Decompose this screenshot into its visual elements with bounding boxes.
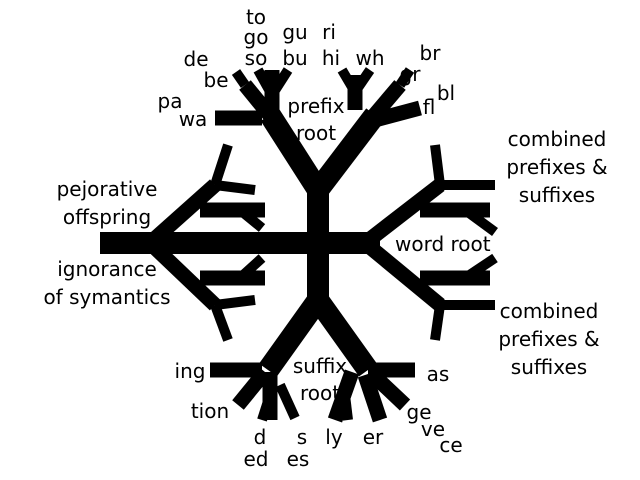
pejorative-line2: offspring	[63, 205, 151, 229]
pejorative-line1: pejorative	[57, 177, 158, 201]
limb-er	[357, 372, 388, 423]
combined-top-line1: combined	[508, 127, 607, 151]
prefix-bu: bu	[282, 46, 307, 70]
ignorance-line1: ignorance	[57, 257, 157, 281]
suffix-ly: ly	[325, 425, 343, 449]
suffix-tion: tion	[191, 399, 229, 423]
twig-ly	[340, 394, 353, 421]
prefix-pa: pa	[158, 89, 183, 113]
suffix-ce: ce	[439, 433, 462, 457]
prefix-root-label-line2: root	[296, 121, 336, 145]
prefix-so: so	[245, 46, 268, 70]
twig-gr	[395, 67, 415, 88]
combined-bottom-line1: combined	[500, 299, 599, 323]
suffix-root-label-line2: root	[300, 381, 340, 405]
prefix-be: be	[204, 68, 229, 92]
suffix-s: s	[297, 425, 307, 449]
prefix-fl: fl	[423, 95, 436, 119]
prefix-br: br	[420, 41, 442, 65]
limb-fl	[373, 100, 422, 128]
left-lower-limb	[144, 237, 221, 311]
right-upper-limb	[360, 179, 445, 249]
suffix-er: er	[363, 425, 384, 449]
suffix-as: as	[427, 362, 450, 386]
left-lower-twig-a	[210, 303, 233, 342]
right-upper-twig-a	[430, 144, 445, 186]
ignorance-line2: of symantics	[43, 285, 170, 309]
twig-de	[231, 69, 250, 88]
suffix-ed: ed	[244, 447, 269, 471]
prefix-gr: gr	[400, 62, 422, 86]
prefix-bl: bl	[437, 81, 455, 105]
limb-tion	[232, 367, 271, 410]
prefix-wa: wa	[179, 107, 208, 131]
left-upper-limb	[145, 179, 220, 249]
top-left-branch	[260, 109, 328, 196]
twig-s	[275, 382, 300, 421]
left-upper-twig-b	[214, 180, 256, 195]
left-lower-twig-b	[214, 295, 256, 310]
right-lower-limb	[360, 237, 445, 311]
right-lower-mid-twig	[462, 253, 498, 283]
prefix-ri: ri	[322, 20, 336, 44]
bottom-right-branch	[309, 293, 377, 377]
suffix-ge: ge	[407, 400, 432, 424]
right-upper-mid-twig	[462, 205, 498, 237]
limb-ge	[364, 366, 411, 411]
left-lower-mid-twig	[236, 254, 266, 282]
prefix-de: de	[184, 47, 209, 71]
left-upper-mid-twig	[236, 206, 266, 232]
prefix-go: go	[244, 25, 269, 49]
twig-d	[257, 393, 275, 422]
prefix-to: to	[246, 5, 266, 29]
suffix-d: d	[254, 425, 267, 449]
combined-bottom-line2: prefixes &	[498, 327, 599, 351]
suffix-es: es	[287, 447, 310, 471]
prefix-hi: hi	[322, 46, 340, 70]
top-right-branch	[309, 108, 384, 197]
suffix-ing: ing	[175, 359, 206, 383]
suffix-root-label-line1: suffix	[293, 354, 347, 378]
prefix-root-label-line1: prefix	[287, 94, 344, 118]
suffix-ve: ve	[421, 417, 445, 441]
left-upper-twig-a	[210, 143, 233, 187]
word-root-label: word root	[395, 232, 491, 256]
combined-top-line2: prefixes &	[506, 155, 607, 179]
prefix-gu: gu	[282, 20, 307, 44]
prefix-wh: wh	[355, 46, 384, 70]
right-lower-twig-a	[430, 304, 445, 341]
twig-gu	[267, 67, 293, 98]
labels: prefix root suffix root word root combin…	[43, 5, 607, 471]
tree-branches	[100, 67, 498, 423]
twig-wh	[350, 67, 375, 95]
combined-bottom-line3: suffixes	[511, 355, 587, 379]
bottom-left-branch	[259, 293, 327, 377]
combined-top-line3: suffixes	[519, 183, 595, 207]
